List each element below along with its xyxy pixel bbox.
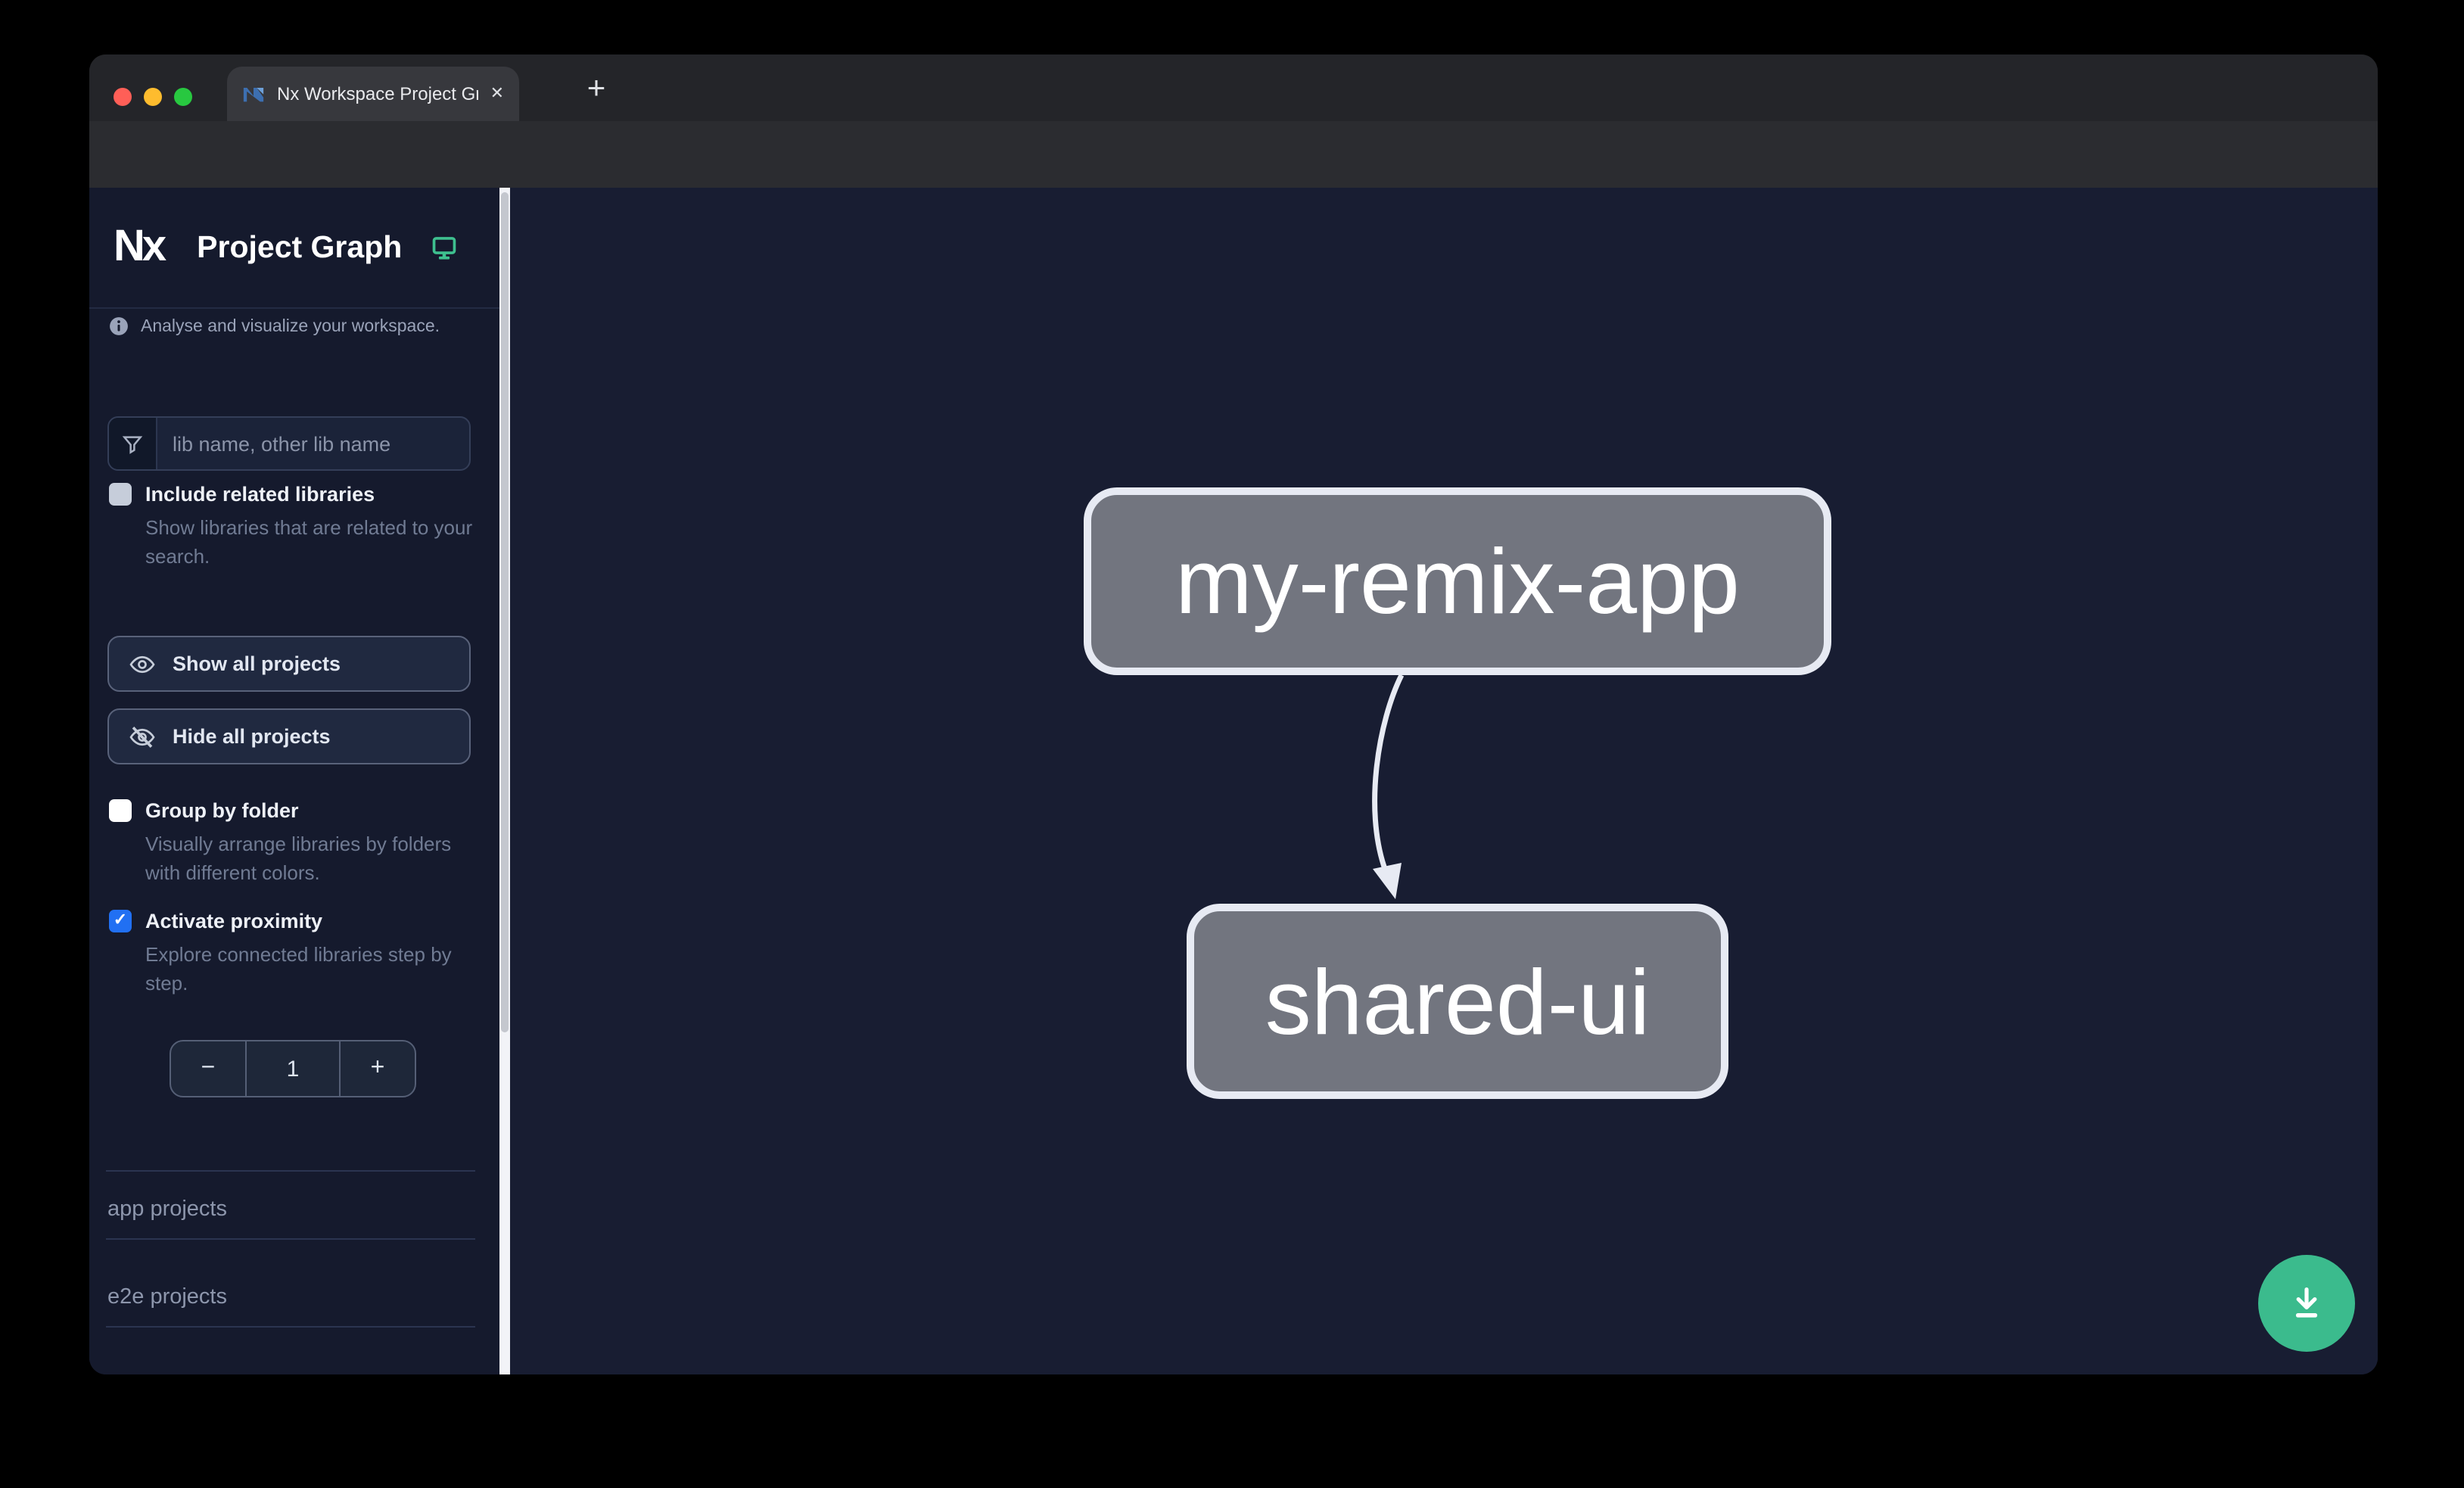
hide-all-projects-label: Hide all projects bbox=[173, 725, 331, 748]
nx-logo: Nx bbox=[114, 223, 166, 271]
window-controls bbox=[114, 88, 192, 106]
graph-node-my-remix-app[interactable]: my-remix-app bbox=[1084, 487, 1831, 675]
eye-icon bbox=[129, 655, 155, 673]
sidebar-header: Nx Project Graph bbox=[89, 188, 499, 309]
search-input[interactable] bbox=[157, 418, 469, 469]
option-description: Visually arrange libraries by folders wi… bbox=[145, 833, 452, 884]
show-all-projects-button[interactable]: Show all projects bbox=[107, 636, 471, 692]
browser-toolbar: ← → 127.0.0.1:4211 /?select=all bbox=[89, 121, 2378, 247]
close-tab-icon[interactable]: ✕ bbox=[490, 84, 504, 102]
page-title: Project Graph bbox=[197, 229, 403, 264]
nx-favicon bbox=[243, 87, 264, 101]
checkbox-include-related[interactable] bbox=[109, 483, 132, 506]
sidebar-scrollbar[interactable] bbox=[499, 188, 510, 1374]
tagline-text: Analyse and visualize your workspace. bbox=[141, 317, 440, 335]
option-description: Show libraries that are related to your … bbox=[145, 516, 473, 568]
option-label: Activate proximity bbox=[145, 910, 323, 932]
new-tab-button[interactable]: + bbox=[586, 71, 606, 106]
close-window-button[interactable] bbox=[114, 88, 132, 106]
zoom-window-button[interactable] bbox=[174, 88, 192, 106]
tagline-row: Analyse and visualize your workspace. bbox=[109, 316, 440, 336]
section-divider bbox=[106, 1238, 475, 1240]
node-label: shared-ui bbox=[1265, 950, 1650, 1053]
info-icon bbox=[110, 317, 128, 335]
option-label: Group by folder bbox=[145, 799, 299, 822]
graph-canvas[interactable]: my-remix-app shared-ui bbox=[510, 188, 2378, 1374]
node-label: my-remix-app bbox=[1175, 530, 1740, 633]
tab-title: Nx Workspace Project Graph bbox=[277, 83, 478, 104]
option-label: Include related libraries bbox=[145, 483, 375, 506]
proximity-value[interactable]: 1 bbox=[245, 1041, 341, 1096]
option-description: Explore connected libraries step by step… bbox=[145, 943, 452, 995]
browser-window: Nx Workspace Project Graph ✕ + ← → bbox=[89, 54, 2378, 1374]
option-include-related[interactable]: Include related libraries Show libraries… bbox=[109, 481, 478, 571]
section-heading-e2e-projects: e2e projects bbox=[107, 1285, 227, 1309]
filter-icon bbox=[109, 418, 157, 469]
option-activate-proximity[interactable]: ✓ Activate proximity Explore connected l… bbox=[109, 908, 478, 998]
option-group-by-folder[interactable]: Group by folder Visually arrange librari… bbox=[109, 798, 478, 887]
section-divider bbox=[106, 1326, 475, 1328]
download-image-button[interactable] bbox=[2258, 1255, 2355, 1352]
download-icon bbox=[2295, 1287, 2318, 1318]
sidebar: Nx Project Graph bbox=[89, 188, 499, 1374]
proximity-stepper: − 1 + bbox=[170, 1040, 416, 1097]
eye-off-icon bbox=[129, 726, 155, 747]
checkbox-activate-proximity[interactable]: ✓ bbox=[109, 910, 132, 932]
nx-graph-page: Nx Project Graph bbox=[89, 188, 2378, 1374]
graph-node-shared-ui[interactable]: shared-ui bbox=[1187, 904, 1728, 1099]
show-all-projects-label: Show all projects bbox=[173, 652, 341, 675]
increment-button[interactable]: + bbox=[370, 1055, 385, 1081]
minimize-window-button[interactable] bbox=[144, 88, 162, 106]
edge-arrowhead bbox=[1373, 863, 1402, 899]
browser-tab[interactable]: Nx Workspace Project Graph ✕ bbox=[227, 67, 519, 121]
hide-all-projects-button[interactable]: Hide all projects bbox=[107, 708, 471, 764]
dependency-edge bbox=[1372, 674, 1405, 899]
scrollbar-thumb[interactable] bbox=[501, 192, 509, 1032]
section-divider bbox=[106, 1170, 475, 1172]
checkbox-group-by-folder[interactable] bbox=[109, 799, 132, 822]
search-box bbox=[107, 416, 471, 471]
section-heading-app-projects: app projects bbox=[107, 1197, 227, 1222]
decrement-button[interactable]: − bbox=[201, 1055, 216, 1081]
tab-strip: Nx Workspace Project Graph ✕ + bbox=[89, 54, 2378, 121]
monitor-icon[interactable] bbox=[431, 235, 456, 260]
